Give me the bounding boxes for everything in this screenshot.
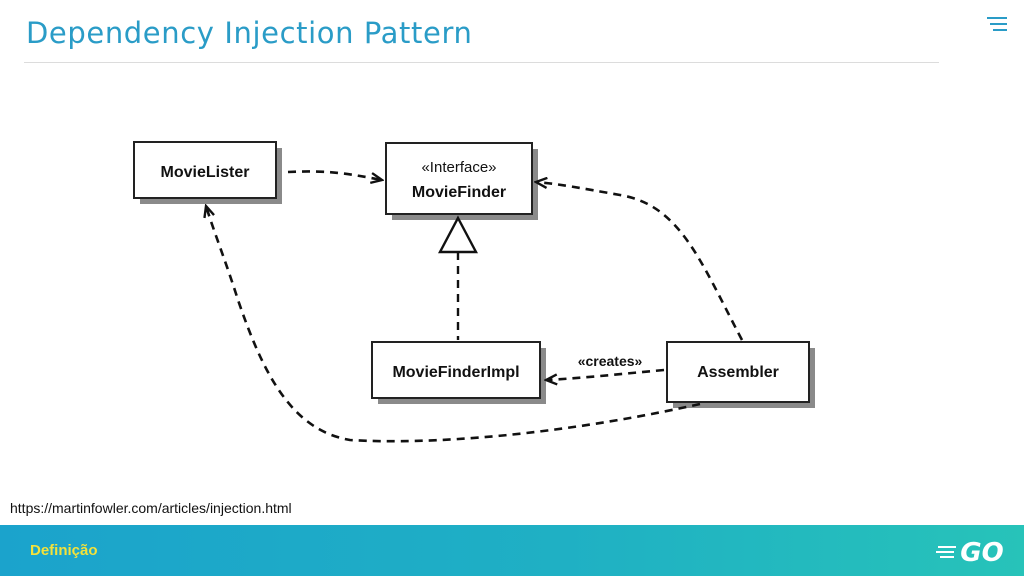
edge-lister-to-finder [287, 170, 382, 180]
node-movie-lister: MovieLister [133, 141, 282, 204]
go-logo-text: GO [960, 538, 1003, 565]
node-movie-finder: «Interface» MovieFinder [385, 142, 538, 220]
node-movie-finder-impl-label: MovieFinderImpl [392, 364, 519, 381]
footer-section-label: Definição [30, 542, 98, 559]
source-link[interactable]: https://martinfowler.com/articles/inject… [10, 500, 292, 516]
node-movie-finder-impl: MovieFinderImpl [371, 341, 546, 404]
footer-bar: Definição GO [0, 525, 1024, 576]
edge-assembler-to-lister [206, 206, 701, 443]
uml-diagram: MovieLister «Interface» MovieFinder Movi… [133, 141, 815, 443]
creates-label-bg [574, 352, 646, 370]
node-assembler-label: Assembler [697, 364, 779, 381]
edge-assembler-creates-impl [546, 368, 665, 380]
node-assembler: Assembler [666, 341, 815, 408]
edge-realization [438, 215, 478, 340]
menu-icon[interactable] [986, 15, 1008, 33]
node-movie-finder-stereotype: «Interface» [421, 159, 496, 176]
node-movie-finder-label: MovieFinder [412, 184, 506, 201]
page-title: Dependency Injection Pattern [26, 16, 473, 50]
edge-assembler-to-finder [536, 182, 744, 341]
creates-label: «creates» [578, 353, 643, 369]
node-movie-lister-label: MovieLister [161, 164, 250, 181]
go-logo-icon: GO [936, 538, 1004, 565]
title-divider [24, 62, 939, 63]
